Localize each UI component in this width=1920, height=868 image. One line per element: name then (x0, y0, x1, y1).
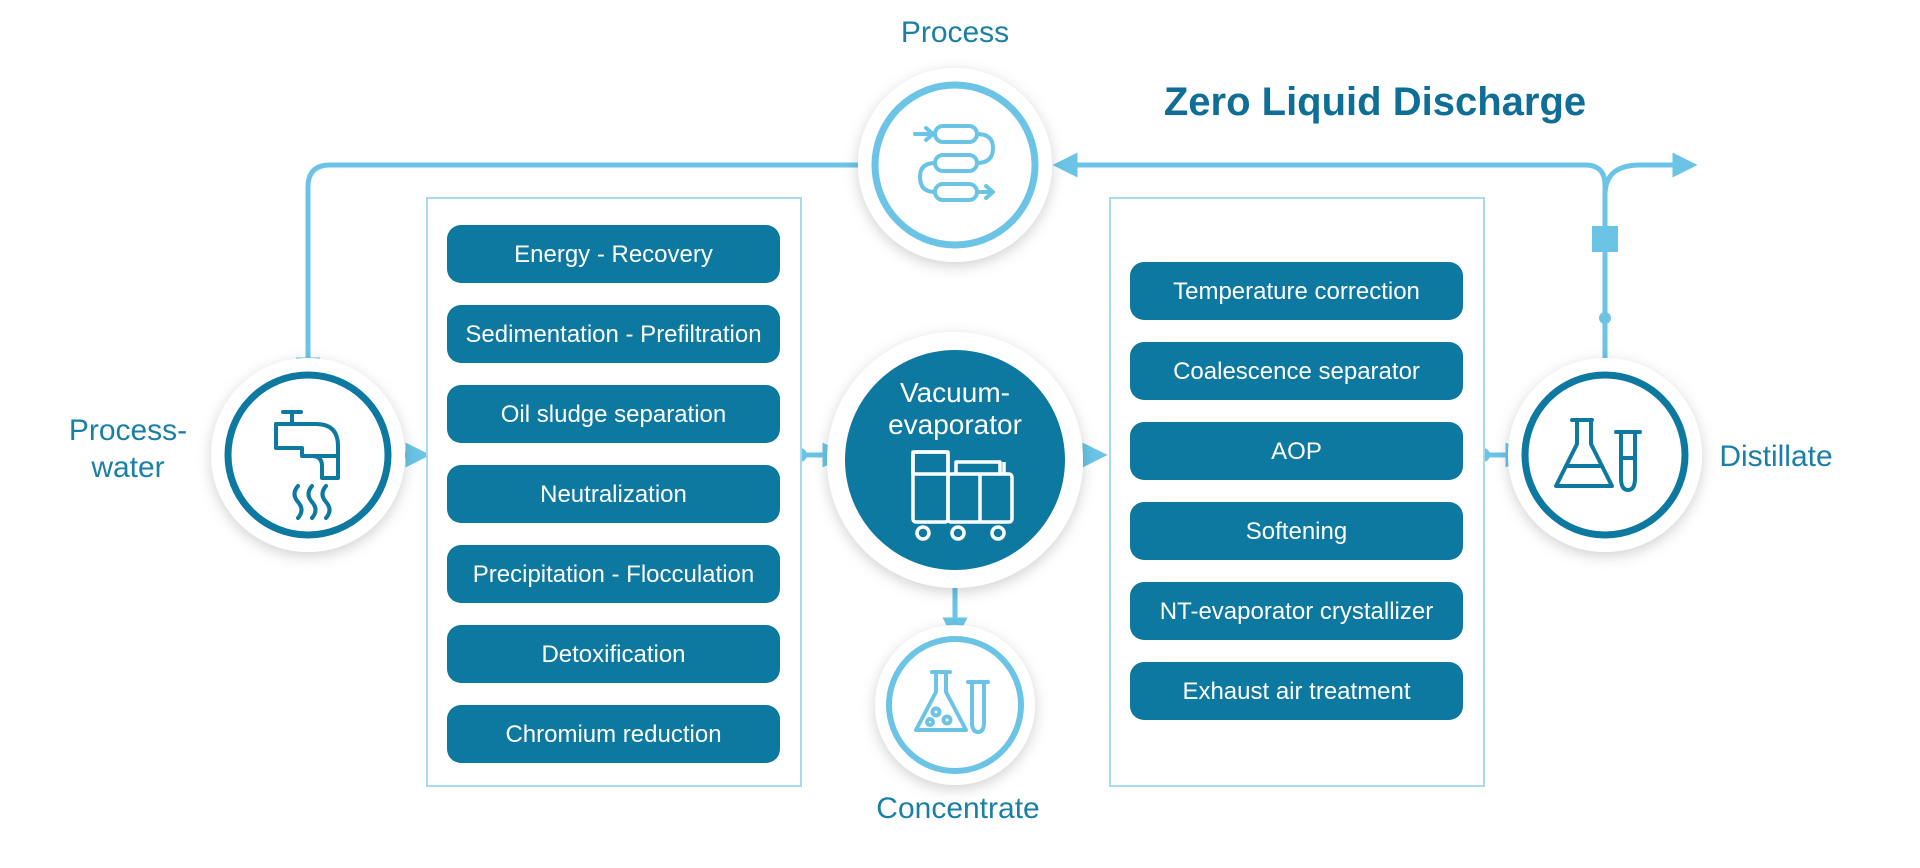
process-step-label: Oil sludge separation (501, 401, 726, 428)
process-step-pill (1130, 582, 1463, 640)
recirculation-line (295, 152, 1698, 383)
process-step-pill (447, 545, 780, 603)
concentrate-node (875, 625, 1035, 785)
process-step-item: AOP (1130, 422, 1463, 480)
process-step-item: Exhaust air treatment (1130, 662, 1463, 720)
process-node (858, 68, 1052, 262)
process-step-pill (1130, 502, 1463, 560)
distillate-label: Distillate (1719, 440, 1832, 473)
process-step-item: Precipitation - Flocculation (447, 545, 780, 603)
faucet-hot-water-icon (274, 410, 340, 520)
process-step-pill (447, 705, 780, 763)
process-loop-icon (913, 124, 995, 202)
process-step-pill (447, 225, 780, 283)
process-step-item: Chromium reduction (447, 705, 780, 763)
process-step-pill (447, 305, 780, 363)
process-water-label-line1: Process- (69, 414, 187, 447)
process-label: Process (901, 16, 1009, 49)
process-step-pill (1130, 662, 1463, 720)
line-junction-dot (1599, 312, 1611, 324)
process-step-label: Temperature correction (1173, 278, 1420, 305)
process-step-item: Energy - Recovery (447, 225, 780, 283)
process-step-label: AOP (1271, 438, 1322, 465)
process-step-item: Neutralization (447, 465, 780, 523)
process-step-label: Precipitation - Flocculation (473, 561, 754, 588)
process-step-label: Softening (1246, 518, 1347, 545)
evaporator-node: Vacuum- evaporator (827, 332, 1083, 588)
process-water-label-line2: water (90, 451, 164, 484)
process-step-label: NT-evaporator crystallizer (1160, 598, 1433, 625)
process-step-item: Detoxification (447, 625, 780, 683)
process-step-pill (1130, 262, 1463, 320)
valve-icon (1592, 226, 1618, 252)
process-step-item: Coalescence separator (1130, 342, 1463, 400)
process-step-item: Oil sludge separation (447, 385, 780, 443)
process-step-label: Exhaust air treatment (1182, 678, 1410, 705)
vacuum-evaporator-machine-icon (911, 450, 1014, 541)
process-step-label: Chromium reduction (505, 721, 721, 748)
process-step-label: Coalescence separator (1173, 358, 1420, 385)
process-step-label: Energy - Recovery (514, 241, 713, 268)
evaporator-label-line1: Vacuum- (900, 377, 1010, 408)
process-step-pill (447, 385, 780, 443)
distillate-node (1508, 358, 1702, 552)
evaporator-label-line2: evaporator (888, 409, 1022, 440)
process-step-pill (1130, 342, 1463, 400)
process-step-label: Sedimentation - Prefiltration (465, 321, 761, 348)
process-step-label: Detoxification (541, 641, 685, 668)
process-step-item: Temperature correction (1130, 262, 1463, 320)
process-step-pill (447, 465, 780, 523)
process-step-item: NT-evaporator crystallizer (1130, 582, 1463, 640)
concentrate-label: Concentrate (876, 792, 1039, 825)
flask-concentrate-icon (914, 670, 990, 734)
diagram-title: Zero Liquid Discharge (1164, 80, 1586, 124)
process-step-label: Neutralization (540, 481, 687, 508)
process-water-node (211, 358, 405, 552)
process-step-item: Sedimentation - Prefiltration (447, 305, 780, 363)
flask-test-tube-icon (1554, 418, 1642, 492)
process-step-pill (447, 625, 780, 683)
process-step-pill (1130, 422, 1463, 480)
process-step-item: Softening (1130, 502, 1463, 560)
